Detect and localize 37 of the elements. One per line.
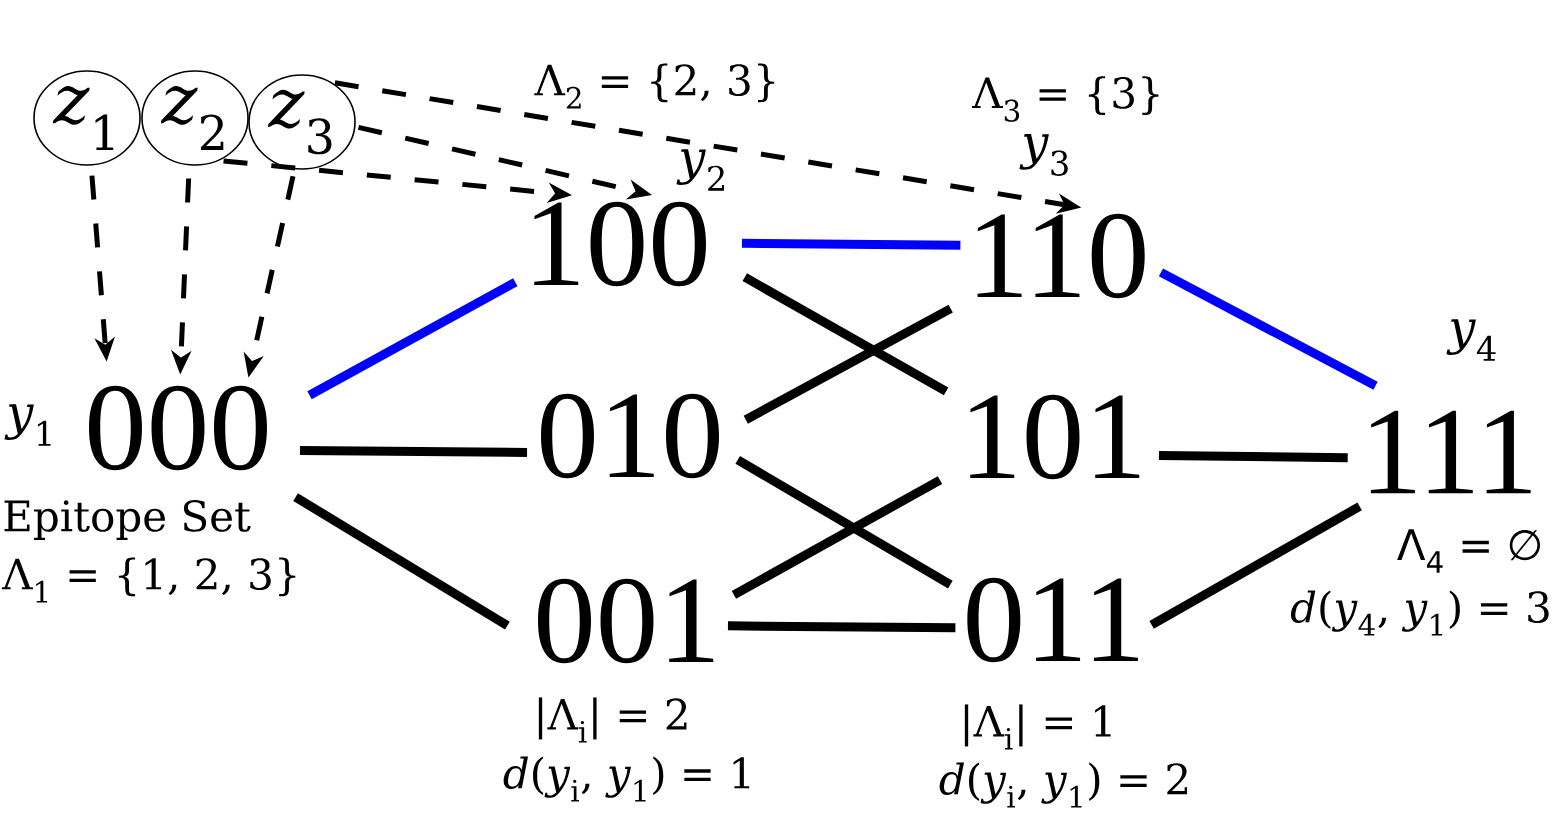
connector-line: [1158, 450, 1348, 463]
annotation: |Λ$_{i}$| = 2: [538, 697, 687, 743]
bit-string-label: 100: [534, 201, 706, 287]
connector-line: [293, 493, 510, 630]
annotation: |Λ$_{i}$| = 1: [964, 704, 1111, 750]
connector-line: [727, 621, 956, 633]
bit-string-label: 011: [967, 577, 1138, 663]
node-caption: Λ$_{3}$ = {3}: [971, 76, 1159, 122]
bit-string-label: 000: [89, 385, 267, 471]
connector-line: [735, 456, 953, 589]
circle-node: z$_{3}$: [248, 74, 356, 170]
node-caption: Epitope Set: [4, 500, 251, 540]
bit-string-label: 111: [1370, 410, 1531, 494]
node-caption: d(y$_{4}$, y$_{1}$) = 3: [1290, 590, 1549, 636]
connector-line: [307, 278, 518, 400]
annotation: d(y$_{i}$, y$_{1}$) = 2: [939, 762, 1188, 808]
connector-line: [741, 238, 961, 250]
node-caption: y$_{4}$: [1446, 319, 1496, 361]
node-caption: Λ$_{1}$ = {1, 2, 3}: [1, 557, 296, 603]
bit-string-label: 010: [541, 393, 719, 479]
node-caption: y$_{2}$: [676, 149, 724, 191]
bit-string-label: 110: [977, 213, 1145, 299]
node-caption: Λ$_{2}$ = {2, 3}: [534, 63, 775, 109]
node-caption: y$_{3}$: [1019, 134, 1068, 176]
annotation: d(y$_{i}$, y$_{1}$) = 1: [503, 756, 750, 802]
connector-line: [1158, 268, 1378, 390]
connector-line: [742, 273, 949, 396]
node-caption: y$_{1}$: [4, 404, 51, 446]
connector-line: [299, 445, 528, 457]
circle-node: z$_{1}$: [33, 70, 141, 166]
circle-node: z$_{2}$: [141, 70, 249, 166]
node-caption: Λ$_{4}$ = ∅: [1397, 529, 1540, 573]
bit-string-label: 001: [538, 578, 714, 664]
bit-string-label: 101: [970, 394, 1140, 480]
connector-line: [731, 476, 943, 599]
connector-line: [1149, 502, 1362, 629]
connector-line: [743, 304, 953, 424]
